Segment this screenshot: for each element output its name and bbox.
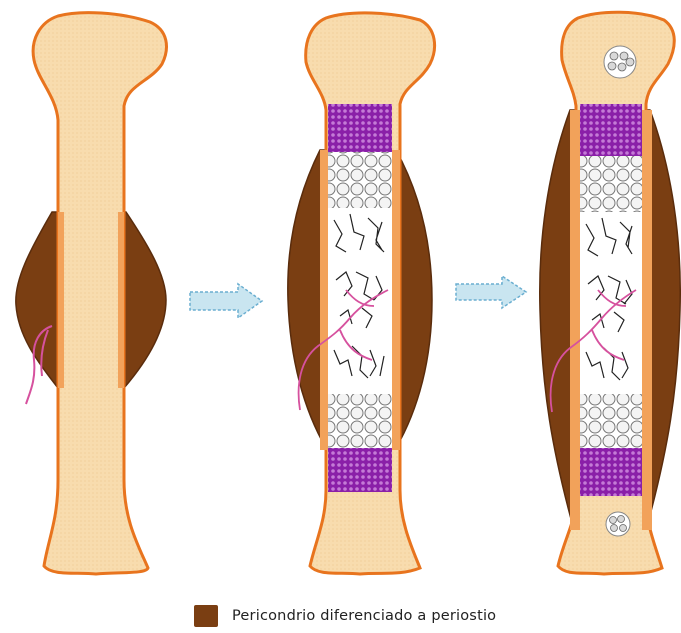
stage-3-diagram bbox=[540, 12, 681, 574]
secondary-ossification-center-icon bbox=[604, 46, 636, 78]
stage-2-diagram bbox=[288, 13, 435, 574]
hypertrophic-zone-icon bbox=[580, 104, 642, 156]
secondary-ossification-center-icon bbox=[606, 512, 630, 536]
hypertrophic-zone-icon bbox=[328, 104, 392, 152]
legend-swatch bbox=[194, 605, 218, 627]
stage-1-diagram bbox=[16, 13, 167, 574]
bone-collar-icon bbox=[320, 150, 328, 450]
bone-collar-icon bbox=[642, 110, 652, 530]
hypertrophic-zone-icon bbox=[580, 448, 642, 496]
chondrocyte-zone-icon bbox=[580, 156, 642, 212]
process-arrow-icon bbox=[190, 284, 262, 318]
hypertrophic-zone-icon bbox=[328, 448, 392, 492]
bone-collar-icon bbox=[570, 110, 580, 530]
bone-collar-icon bbox=[118, 212, 124, 388]
legend-label: Pericondrio diferenciado a periostio bbox=[232, 608, 496, 624]
bone-collar-icon bbox=[392, 150, 400, 450]
process-arrow-icon bbox=[456, 276, 526, 308]
chondrocyte-zone-icon bbox=[328, 152, 392, 208]
bone-collar-icon bbox=[58, 212, 64, 388]
chondrocyte-zone-icon bbox=[580, 394, 642, 448]
legend: Pericondrio diferenciado a periostio bbox=[194, 604, 496, 628]
chondrocyte-zone-icon bbox=[328, 394, 392, 448]
